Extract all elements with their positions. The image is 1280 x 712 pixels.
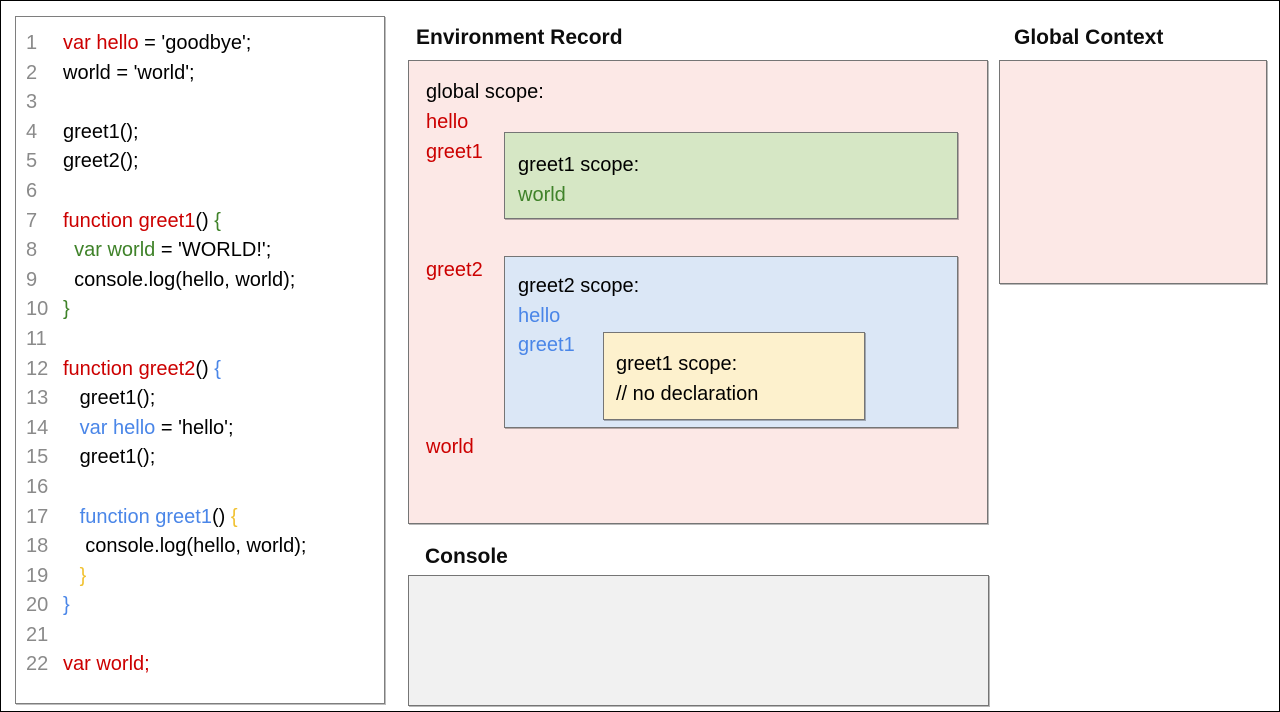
line-number: 6: [26, 179, 38, 202]
code-line: 2 world = 'world';: [26, 59, 380, 89]
line-number: 2: [26, 61, 38, 84]
line-number: 20: [26, 594, 49, 617]
code-line-text: console.log(hello, world);: [63, 535, 307, 558]
code-line-text: function greet1() {: [63, 209, 221, 232]
code-line-text: var world = 'WORLD!';: [74, 239, 272, 262]
code-line-text: var world;: [63, 653, 150, 676]
line-number: 16: [26, 475, 49, 498]
code-line: 16: [26, 473, 380, 503]
greet2-scope-entry-greet1: greet1: [518, 334, 575, 356]
code-line: 14 var hello = 'hello';: [26, 414, 380, 444]
code-lines: 1 var hello = 'goodbye'; 2 world = 'world';…: [26, 29, 380, 680]
line-number: 7: [26, 209, 38, 232]
code-line: 10}: [26, 295, 380, 325]
line-number: 17: [26, 505, 49, 528]
line-number: 11: [26, 327, 47, 350]
greet1-scope-entry-world: world: [518, 184, 566, 206]
code-line-text: var hello = 'goodbye';: [63, 32, 252, 54]
code-line: 17 function greet1() {: [26, 503, 380, 533]
global-scope-entry-world: world: [426, 436, 474, 458]
global-context-box: [999, 60, 1267, 284]
code-line-text: }: [63, 594, 70, 617]
code-line-text: }: [79, 564, 87, 587]
line-number: 8: [26, 239, 38, 262]
code-line-text: function greet1() {: [79, 505, 238, 528]
line-number: 19: [26, 564, 49, 587]
line-number: 21: [26, 623, 49, 646]
code-line: 19 }: [26, 562, 380, 592]
global-scope-entry-greet2: greet2: [426, 259, 483, 281]
environment-record-box: global scope: hello greet1 greet1 scope:…: [408, 60, 988, 524]
line-number: 5: [26, 150, 38, 173]
code-line-text: greet1();: [63, 387, 156, 410]
greet1-scope-box: greet1 scope: world: [504, 132, 958, 219]
code-line-text: function greet2() {: [63, 357, 221, 380]
line-number: 4: [26, 120, 38, 143]
code-line: 13 greet1();: [26, 384, 380, 414]
line-number: 3: [26, 91, 38, 114]
global-scope-entry-hello: hello: [426, 111, 469, 133]
console-title: Console: [425, 545, 508, 568]
code-line-text: var hello = 'hello';: [79, 416, 234, 439]
code-line-text: }: [63, 298, 70, 321]
code-line: 7 function greet1() {: [26, 207, 380, 237]
line-number: 13: [26, 387, 49, 410]
code-panel: 1 var hello = 'goodbye'; 2 world = 'world';…: [15, 16, 385, 704]
code-line: 15 greet1();: [26, 443, 380, 473]
greet2-scope-box: greet2 scope: hello greet1 greet1 scope:…: [504, 256, 958, 428]
line-number: 9: [26, 268, 38, 291]
nested-greet1-scope-box: greet1 scope: // no declaration: [603, 332, 865, 420]
line-number: 1: [26, 32, 38, 54]
code-line: 18 console.log(hello, world);: [26, 532, 380, 562]
global-scope-label: global scope:: [426, 81, 544, 103]
console-box: [408, 575, 989, 706]
nested-greet1-scope-comment: // no declaration: [616, 383, 759, 405]
code-line: 21: [26, 621, 380, 651]
line-number: 10: [26, 298, 49, 321]
code-line: 12 function greet2() {: [26, 355, 380, 385]
code-line-text: greet1();: [63, 446, 156, 469]
code-line-text: world = 'world';: [63, 61, 195, 84]
code-line: 4 greet1();: [26, 118, 380, 148]
code-line: 22 var world;: [26, 650, 380, 680]
code-line: 20}: [26, 591, 380, 621]
code-line-text: greet1();: [63, 120, 139, 143]
line-number: 14: [26, 416, 49, 439]
global-context-title: Global Context: [1014, 26, 1164, 49]
code-line: 9 console.log(hello, world);: [26, 266, 380, 296]
line-number: 15: [26, 446, 49, 469]
code-line-text: console.log(hello, world);: [63, 268, 296, 291]
greet2-scope-label: greet2 scope:: [518, 275, 640, 297]
greet1-scope-label: greet1 scope:: [518, 154, 640, 176]
code-line: 3: [26, 88, 380, 118]
line-number: 12: [26, 357, 49, 380]
line-number: 22: [26, 653, 49, 676]
code-line: 1 var hello = 'goodbye';: [26, 29, 380, 59]
line-number: 18: [26, 535, 49, 558]
code-line: 11: [26, 325, 380, 355]
code-line: 6: [26, 177, 380, 207]
code-line-text: greet2();: [63, 150, 139, 173]
environment-record-title: Environment Record: [416, 26, 623, 49]
nested-greet1-scope-label: greet1 scope:: [616, 353, 738, 375]
code-line: 5 greet2();: [26, 147, 380, 177]
greet2-scope-entry-hello: hello: [518, 305, 561, 327]
global-scope-entry-greet1: greet1: [426, 141, 483, 163]
code-line: 8 var world = 'WORLD!';: [26, 236, 380, 266]
